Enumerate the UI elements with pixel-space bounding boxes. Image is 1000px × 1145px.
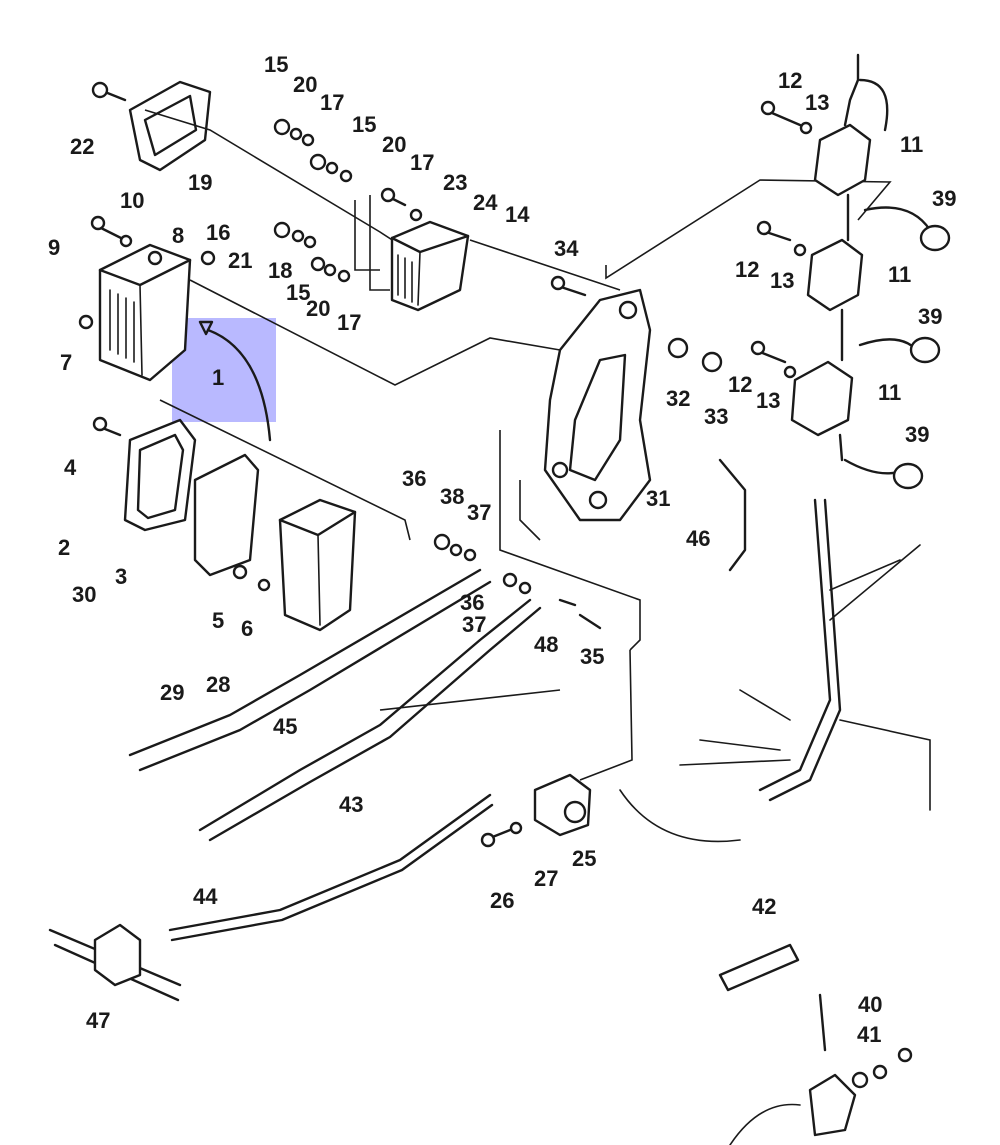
- label-24: 24: [473, 190, 498, 215]
- part-14-module: [390, 220, 470, 312]
- label-47: 47: [86, 1008, 110, 1033]
- label-7: 7: [60, 350, 72, 375]
- label-10: 10: [120, 188, 144, 213]
- label-15b: 15: [352, 112, 376, 137]
- part-31-mounting-plate: [543, 275, 723, 522]
- label-13a: 13: [805, 90, 829, 115]
- label-22: 22: [70, 134, 94, 159]
- part-39-plug-caps: [843, 206, 951, 490]
- label-8: 8: [172, 223, 184, 248]
- label-11c: 11: [878, 380, 901, 405]
- label-17a: 17: [320, 90, 344, 115]
- label-37b: 37: [462, 612, 486, 637]
- label-15a: 15: [264, 52, 288, 77]
- coil-bolts: [750, 100, 813, 379]
- highlight-box: [172, 318, 276, 422]
- label-16: 16: [206, 220, 230, 245]
- reference-labels: 15 20 17 15 20 17 23 24 14 22 19 10 9 8 …: [48, 52, 956, 1047]
- label-12b: 12: [735, 257, 759, 282]
- label-12a: 12: [778, 68, 802, 93]
- label-35: 35: [580, 644, 604, 669]
- part-11-ignition-coils: [790, 53, 889, 462]
- wire-harnesses: [128, 458, 931, 942]
- label-39a: 39: [932, 186, 956, 211]
- label-30: 30: [72, 582, 96, 607]
- label-20c: 20: [306, 296, 330, 321]
- label-25: 25: [572, 846, 596, 871]
- label-17b: 17: [410, 150, 434, 175]
- label-15c: 15: [286, 280, 310, 305]
- label-13b: 13: [770, 268, 794, 293]
- label-19: 19: [188, 170, 212, 195]
- part-25-sensor: [480, 773, 592, 848]
- label-3: 3: [115, 564, 127, 589]
- label-48: 48: [534, 632, 558, 657]
- label-38: 38: [440, 484, 464, 509]
- label-46: 46: [686, 526, 710, 551]
- label-26: 26: [490, 888, 514, 913]
- label-1: 1: [212, 365, 224, 390]
- label-21: 21: [228, 248, 252, 273]
- part-40-41-terminal: [729, 993, 913, 1145]
- label-2: 2: [58, 535, 70, 560]
- label-14: 14: [505, 202, 530, 227]
- label-43: 43: [339, 792, 363, 817]
- label-37a: 37: [467, 500, 491, 525]
- label-12c: 12: [728, 372, 752, 397]
- label-27: 27: [534, 866, 558, 891]
- label-36a: 36: [402, 466, 426, 491]
- label-6: 6: [241, 616, 253, 641]
- part-1-cdi-unit: [98, 243, 272, 442]
- label-5: 5: [212, 608, 224, 633]
- cdi-body-lower: [232, 498, 357, 632]
- label-20b: 20: [382, 132, 406, 157]
- label-13c: 13: [756, 388, 780, 413]
- label-28: 28: [206, 672, 230, 697]
- label-33: 33: [704, 404, 728, 429]
- washer-stack-top: [273, 118, 423, 222]
- label-42: 42: [752, 894, 776, 919]
- label-31: 31: [646, 486, 670, 511]
- part-3-plate: [193, 453, 260, 577]
- label-39c: 39: [905, 422, 929, 447]
- label-36b: 36: [460, 590, 484, 615]
- small-connectors: [433, 533, 602, 630]
- part-19-bracket: [91, 80, 212, 172]
- part-42-sleeve: [718, 943, 800, 992]
- label-41: 41: [857, 1022, 881, 1047]
- label-20a: 20: [293, 72, 317, 97]
- part-47-clamp: [48, 923, 182, 1002]
- label-11b: 11: [888, 262, 911, 287]
- label-44: 44: [193, 884, 218, 909]
- part-2-gasket: [92, 416, 197, 532]
- label-29: 29: [160, 680, 184, 705]
- label-23: 23: [443, 170, 467, 195]
- label-39b: 39: [918, 304, 942, 329]
- label-32: 32: [666, 386, 690, 411]
- fasteners-upper-left: [78, 215, 351, 330]
- assembly-guide-lines: [144, 109, 892, 781]
- label-17c: 17: [337, 310, 361, 335]
- label-18: 18: [268, 258, 292, 283]
- label-40: 40: [858, 992, 882, 1017]
- label-11a: 11: [900, 132, 923, 157]
- label-4: 4: [64, 455, 77, 480]
- label-9: 9: [48, 235, 60, 260]
- label-45: 45: [273, 714, 297, 739]
- label-34: 34: [554, 236, 579, 261]
